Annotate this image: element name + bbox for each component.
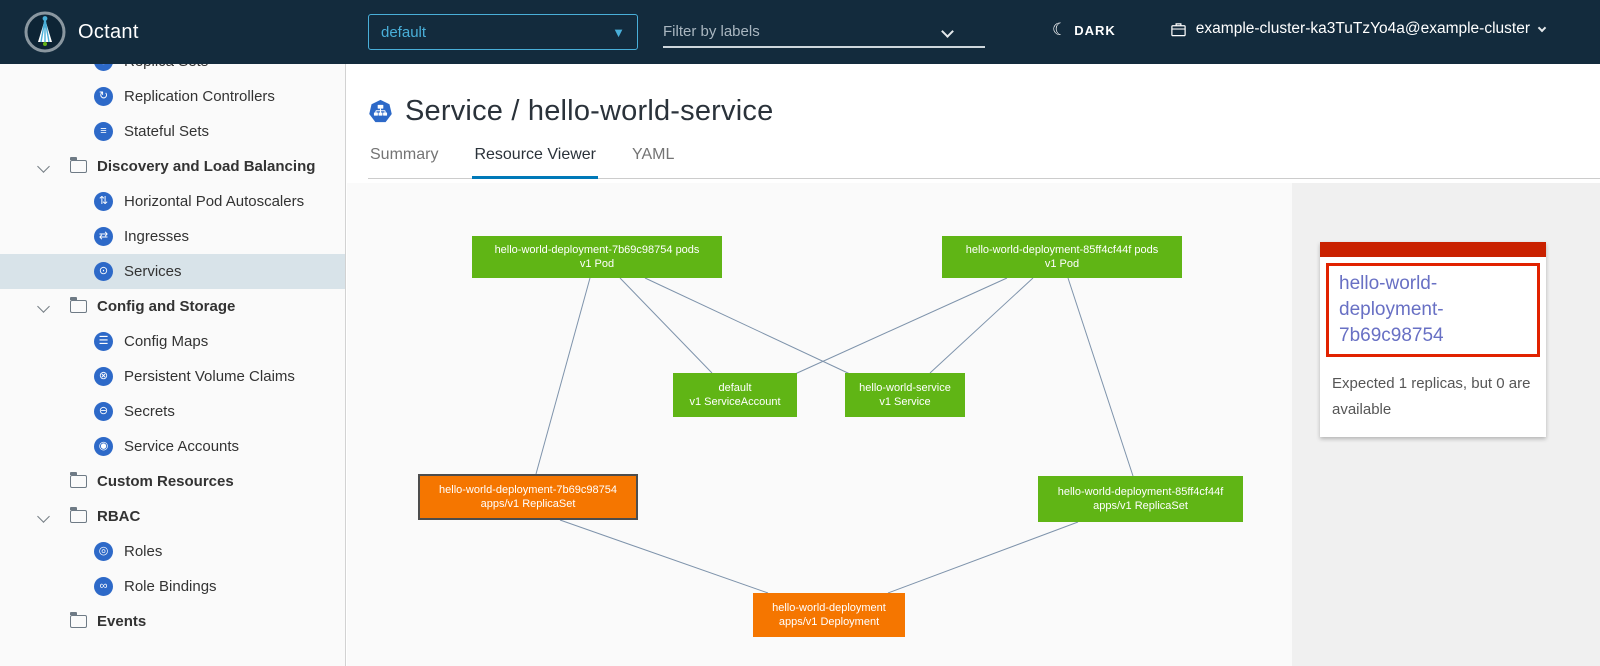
tab-yaml[interactable]: YAML	[632, 146, 675, 163]
page-title: Service / hello-world-service	[405, 95, 774, 127]
graph-node-pod-7b69c98754[interactable]: hello-world-deployment-7b69c98754 pods v…	[472, 236, 722, 278]
sidebar-item-service-accounts[interactable]: ◉ Service Accounts	[0, 429, 345, 464]
replica-sets-icon: ⊕	[94, 64, 113, 71]
persistent-volume-claims-icon: ⊗	[94, 367, 113, 386]
graph-node-deployment-hello-world[interactable]: hello-world-deployment apps/v1 Deploymen…	[753, 593, 905, 637]
chevron-down-icon[interactable]	[38, 161, 50, 173]
folder-icon	[70, 472, 87, 488]
sidebar-group-config-and-storage[interactable]: Config and Storage	[0, 289, 345, 324]
service-resource-icon	[369, 99, 392, 123]
cluster-context-selector[interactable]: example-cluster-ka3TuTzYo4a@example-clus…	[1170, 20, 1547, 38]
sidebar-item-replication-controllers[interactable]: ↻ Replication Controllers	[0, 79, 345, 114]
graph-node-replicaset-7b69c98754[interactable]: hello-world-deployment-7b69c98754 apps/v…	[418, 474, 638, 520]
status-bar-red	[1320, 242, 1546, 257]
label-filter-input[interactable]	[663, 22, 943, 40]
graph-edges	[535, 277, 1134, 594]
sidebar-item-persistent-volume-claims[interactable]: ⊗ Persistent Volume Claims	[0, 359, 345, 394]
sidebar-item-services[interactable]: ⊙ Services	[0, 254, 345, 289]
sidebar-item-stateful-sets[interactable]: ≡ Stateful Sets	[0, 114, 345, 149]
namespace-dropdown[interactable]: default ▼	[368, 14, 638, 50]
folder-icon	[70, 507, 87, 523]
sidebar-group-rbac[interactable]: RBAC	[0, 499, 345, 534]
graph-node-replicaset-85ff4cf44f[interactable]: hello-world-deployment-85ff4cf44f apps/v…	[1038, 476, 1243, 522]
sidebar-group-discovery-and-load-balancing[interactable]: Discovery and Load Balancing	[0, 149, 345, 184]
chevron-down-icon	[1537, 23, 1547, 32]
sidebar-item-secrets[interactable]: ⊖ Secrets	[0, 394, 345, 429]
chevron-down-icon[interactable]	[38, 511, 50, 523]
sidebar-item-replica-sets[interactable]: ⊕ Replica Sets	[0, 64, 345, 79]
sidebar-item-role-bindings[interactable]: ∞ Role Bindings	[0, 569, 345, 604]
node-details-panel: hello-world-deployment-7b69c98754 Expect…	[1292, 183, 1600, 666]
chevron-down-icon[interactable]	[38, 301, 50, 313]
caret-down-icon: ▼	[612, 24, 625, 40]
graph-node-pod-85ff4cf44f[interactable]: hello-world-deployment-85ff4cf44f pods v…	[942, 236, 1182, 278]
tab-resource-viewer[interactable]: Resource Viewer	[472, 146, 598, 179]
graph-node-service-hello-world[interactable]: hello-world-service v1 Service	[845, 373, 965, 417]
theme-toggle-label: DARK	[1074, 22, 1116, 38]
sidebar-item-roles[interactable]: ◎ Roles	[0, 534, 345, 569]
namespace-selected-value: default	[381, 23, 427, 41]
resource-viewer-graph: hello-world-deployment-7b69c98754 pods v…	[347, 183, 1292, 666]
main-content: Service / hello-world-service Summary Re…	[347, 64, 1600, 666]
graph-node-serviceaccount-default[interactable]: default v1 ServiceAccount	[673, 373, 797, 417]
sidebar-group-custom-resources[interactable]: Custom Resources	[0, 464, 345, 499]
service-accounts-icon: ◉	[94, 437, 113, 456]
role-bindings-icon: ∞	[94, 577, 113, 596]
selected-node-title-box[interactable]: hello-world-deployment-7b69c98754	[1326, 263, 1540, 357]
sidebar-item-ingresses[interactable]: ⇄ Ingresses	[0, 219, 345, 254]
chevron-down-icon[interactable]	[941, 24, 954, 38]
folder-icon	[70, 157, 87, 173]
sidebar-group-events[interactable]: Events	[0, 604, 345, 639]
horizontal-pod-autoscalers-icon: ⇅	[94, 192, 113, 211]
services-icon: ⊙	[94, 262, 113, 281]
theme-toggle[interactable]: ☾ DARK	[1052, 20, 1116, 40]
chevron-spacer	[38, 476, 50, 488]
cluster-context-label: example-cluster-ka3TuTzYo4a@example-clus…	[1195, 20, 1530, 37]
sidebar-item-horizontal-pod-autoscalers[interactable]: ⇅ Horizontal Pod Autoscalers	[0, 184, 345, 219]
selected-node-link[interactable]: hello-world-deployment-7b69c98754	[1339, 273, 1444, 346]
label-filter	[663, 16, 985, 48]
app-title: Octant	[78, 20, 139, 43]
stateful-sets-icon: ≡	[94, 122, 113, 141]
octant-logo-icon	[24, 11, 66, 53]
ingresses-icon: ⇄	[94, 227, 113, 246]
folder-icon	[70, 612, 87, 628]
selected-node-message: Expected 1 replicas, but 0 are available	[1332, 375, 1531, 418]
briefcase-icon	[1171, 22, 1186, 36]
selected-node-card: hello-world-deployment-7b69c98754 Expect…	[1320, 242, 1546, 437]
chevron-spacer	[38, 616, 50, 628]
tab-summary[interactable]: Summary	[370, 146, 439, 163]
secrets-icon: ⊖	[94, 402, 113, 421]
sidebar-nav: ⊕ Replica Sets ↻ Replication Controllers…	[0, 64, 346, 666]
tab-bar: Summary Resource Viewer YAML	[368, 146, 1600, 179]
sidebar-item-config-maps[interactable]: ☰ Config Maps	[0, 324, 345, 359]
replication-controllers-icon: ↻	[94, 87, 113, 106]
folder-icon	[70, 297, 87, 313]
moon-icon: ☾	[1052, 20, 1068, 39]
top-header: Octant default ▼ ☾ DARK example-cluster-…	[0, 0, 1600, 64]
config-maps-icon: ☰	[94, 332, 113, 351]
roles-icon: ◎	[94, 542, 113, 561]
